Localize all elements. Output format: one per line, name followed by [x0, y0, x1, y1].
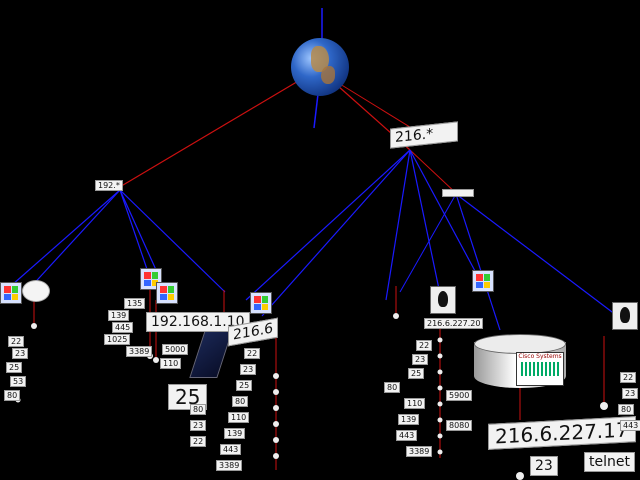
- linux-tux-icon[interactable]: [430, 286, 456, 314]
- port-label[interactable]: 23: [240, 364, 257, 375]
- host-node-sphere[interactable]: [22, 280, 50, 302]
- host-service-label[interactable]: telnet: [584, 452, 635, 472]
- linux-tux-icon[interactable]: [612, 302, 638, 330]
- port-label[interactable]: 445: [112, 322, 134, 333]
- windows-icon[interactable]: [156, 282, 178, 304]
- windows-icon[interactable]: [472, 270, 494, 292]
- port-label[interactable]: 139: [108, 310, 130, 321]
- port-label[interactable]: 22: [244, 348, 261, 359]
- port-label[interactable]: 443: [220, 444, 242, 455]
- port-label[interactable]: 25: [6, 362, 23, 373]
- windows-icon[interactable]: [250, 292, 272, 314]
- port-label[interactable]: 3389: [406, 446, 433, 457]
- right-hub-label[interactable]: [442, 189, 474, 197]
- port-label[interactable]: 80: [190, 404, 207, 415]
- port-label[interactable]: 5000: [162, 344, 189, 355]
- port-label[interactable]: 135: [124, 298, 146, 309]
- port-label[interactable]: 25: [408, 368, 425, 379]
- cisco-device-icon[interactable]: Cisco Systems: [474, 332, 566, 388]
- port-label[interactable]: 8080: [446, 420, 473, 431]
- port-label[interactable]: 443: [396, 430, 418, 441]
- port-label[interactable]: 23: [622, 388, 639, 399]
- windows-icon[interactable]: [0, 282, 22, 304]
- port-label[interactable]: 22: [620, 372, 637, 383]
- port-label[interactable]: 5900: [446, 390, 473, 401]
- port-label[interactable]: 139: [224, 428, 246, 439]
- port-label[interactable]: 110: [404, 398, 426, 409]
- port-label[interactable]: 22: [8, 336, 25, 347]
- left-hub-label[interactable]: 192.*: [95, 180, 123, 191]
- host-port-label[interactable]: 23: [530, 456, 558, 476]
- port-label[interactable]: 23: [190, 420, 207, 431]
- subnet-right-label[interactable]: 216.6.227.20: [424, 318, 484, 329]
- port-label[interactable]: 1025: [104, 334, 131, 345]
- port-label[interactable]: 22: [416, 340, 433, 351]
- port-label[interactable]: 3389: [126, 346, 153, 357]
- port-label[interactable]: 23: [12, 348, 29, 359]
- port-label[interactable]: 80: [232, 396, 249, 407]
- port-label[interactable]: 23: [412, 354, 429, 365]
- subnet-left-label[interactable]: 192.168.1.10: [146, 312, 250, 332]
- port-label[interactable]: 53: [10, 376, 27, 387]
- port-label[interactable]: 22: [190, 436, 207, 447]
- cisco-logo-text: Cisco Systems: [518, 353, 562, 360]
- port-label[interactable]: 443: [620, 420, 640, 431]
- port-label[interactable]: 110: [228, 412, 250, 423]
- port-label[interactable]: 80: [4, 390, 21, 401]
- port-label[interactable]: 25: [236, 380, 253, 391]
- port-label[interactable]: 80: [618, 404, 635, 415]
- globe-icon[interactable]: [291, 38, 349, 96]
- port-label[interactable]: 80: [384, 382, 401, 393]
- port-label[interactable]: 3389: [216, 460, 243, 471]
- port-label[interactable]: 110: [160, 358, 182, 369]
- port-label[interactable]: 139: [398, 414, 420, 425]
